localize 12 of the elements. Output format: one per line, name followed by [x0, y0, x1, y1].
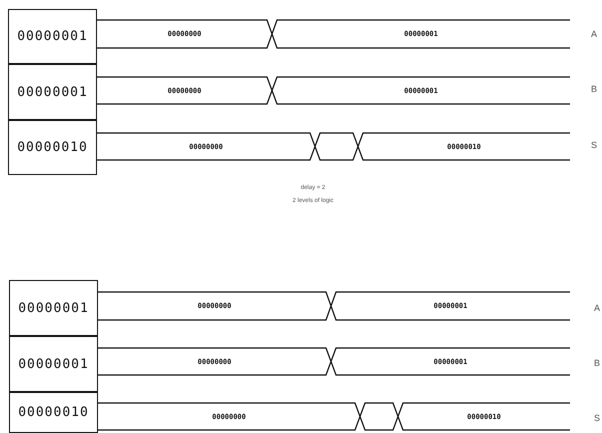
- signal-name: S: [591, 140, 597, 150]
- register-value-box: 00000010: [8, 120, 97, 175]
- register-value-box: 00000001: [9, 280, 98, 336]
- register-value-box: 00000001: [8, 64, 97, 120]
- signal-name: A: [594, 303, 600, 313]
- signal-name: B: [594, 358, 600, 368]
- signal-name: B: [591, 84, 597, 94]
- register-value-box: 00000010: [9, 392, 98, 433]
- signal-name: S: [594, 413, 600, 423]
- signal-name: A: [591, 29, 597, 39]
- register-value-box: 00000001: [9, 336, 98, 392]
- register-value-box: 00000001: [8, 9, 97, 64]
